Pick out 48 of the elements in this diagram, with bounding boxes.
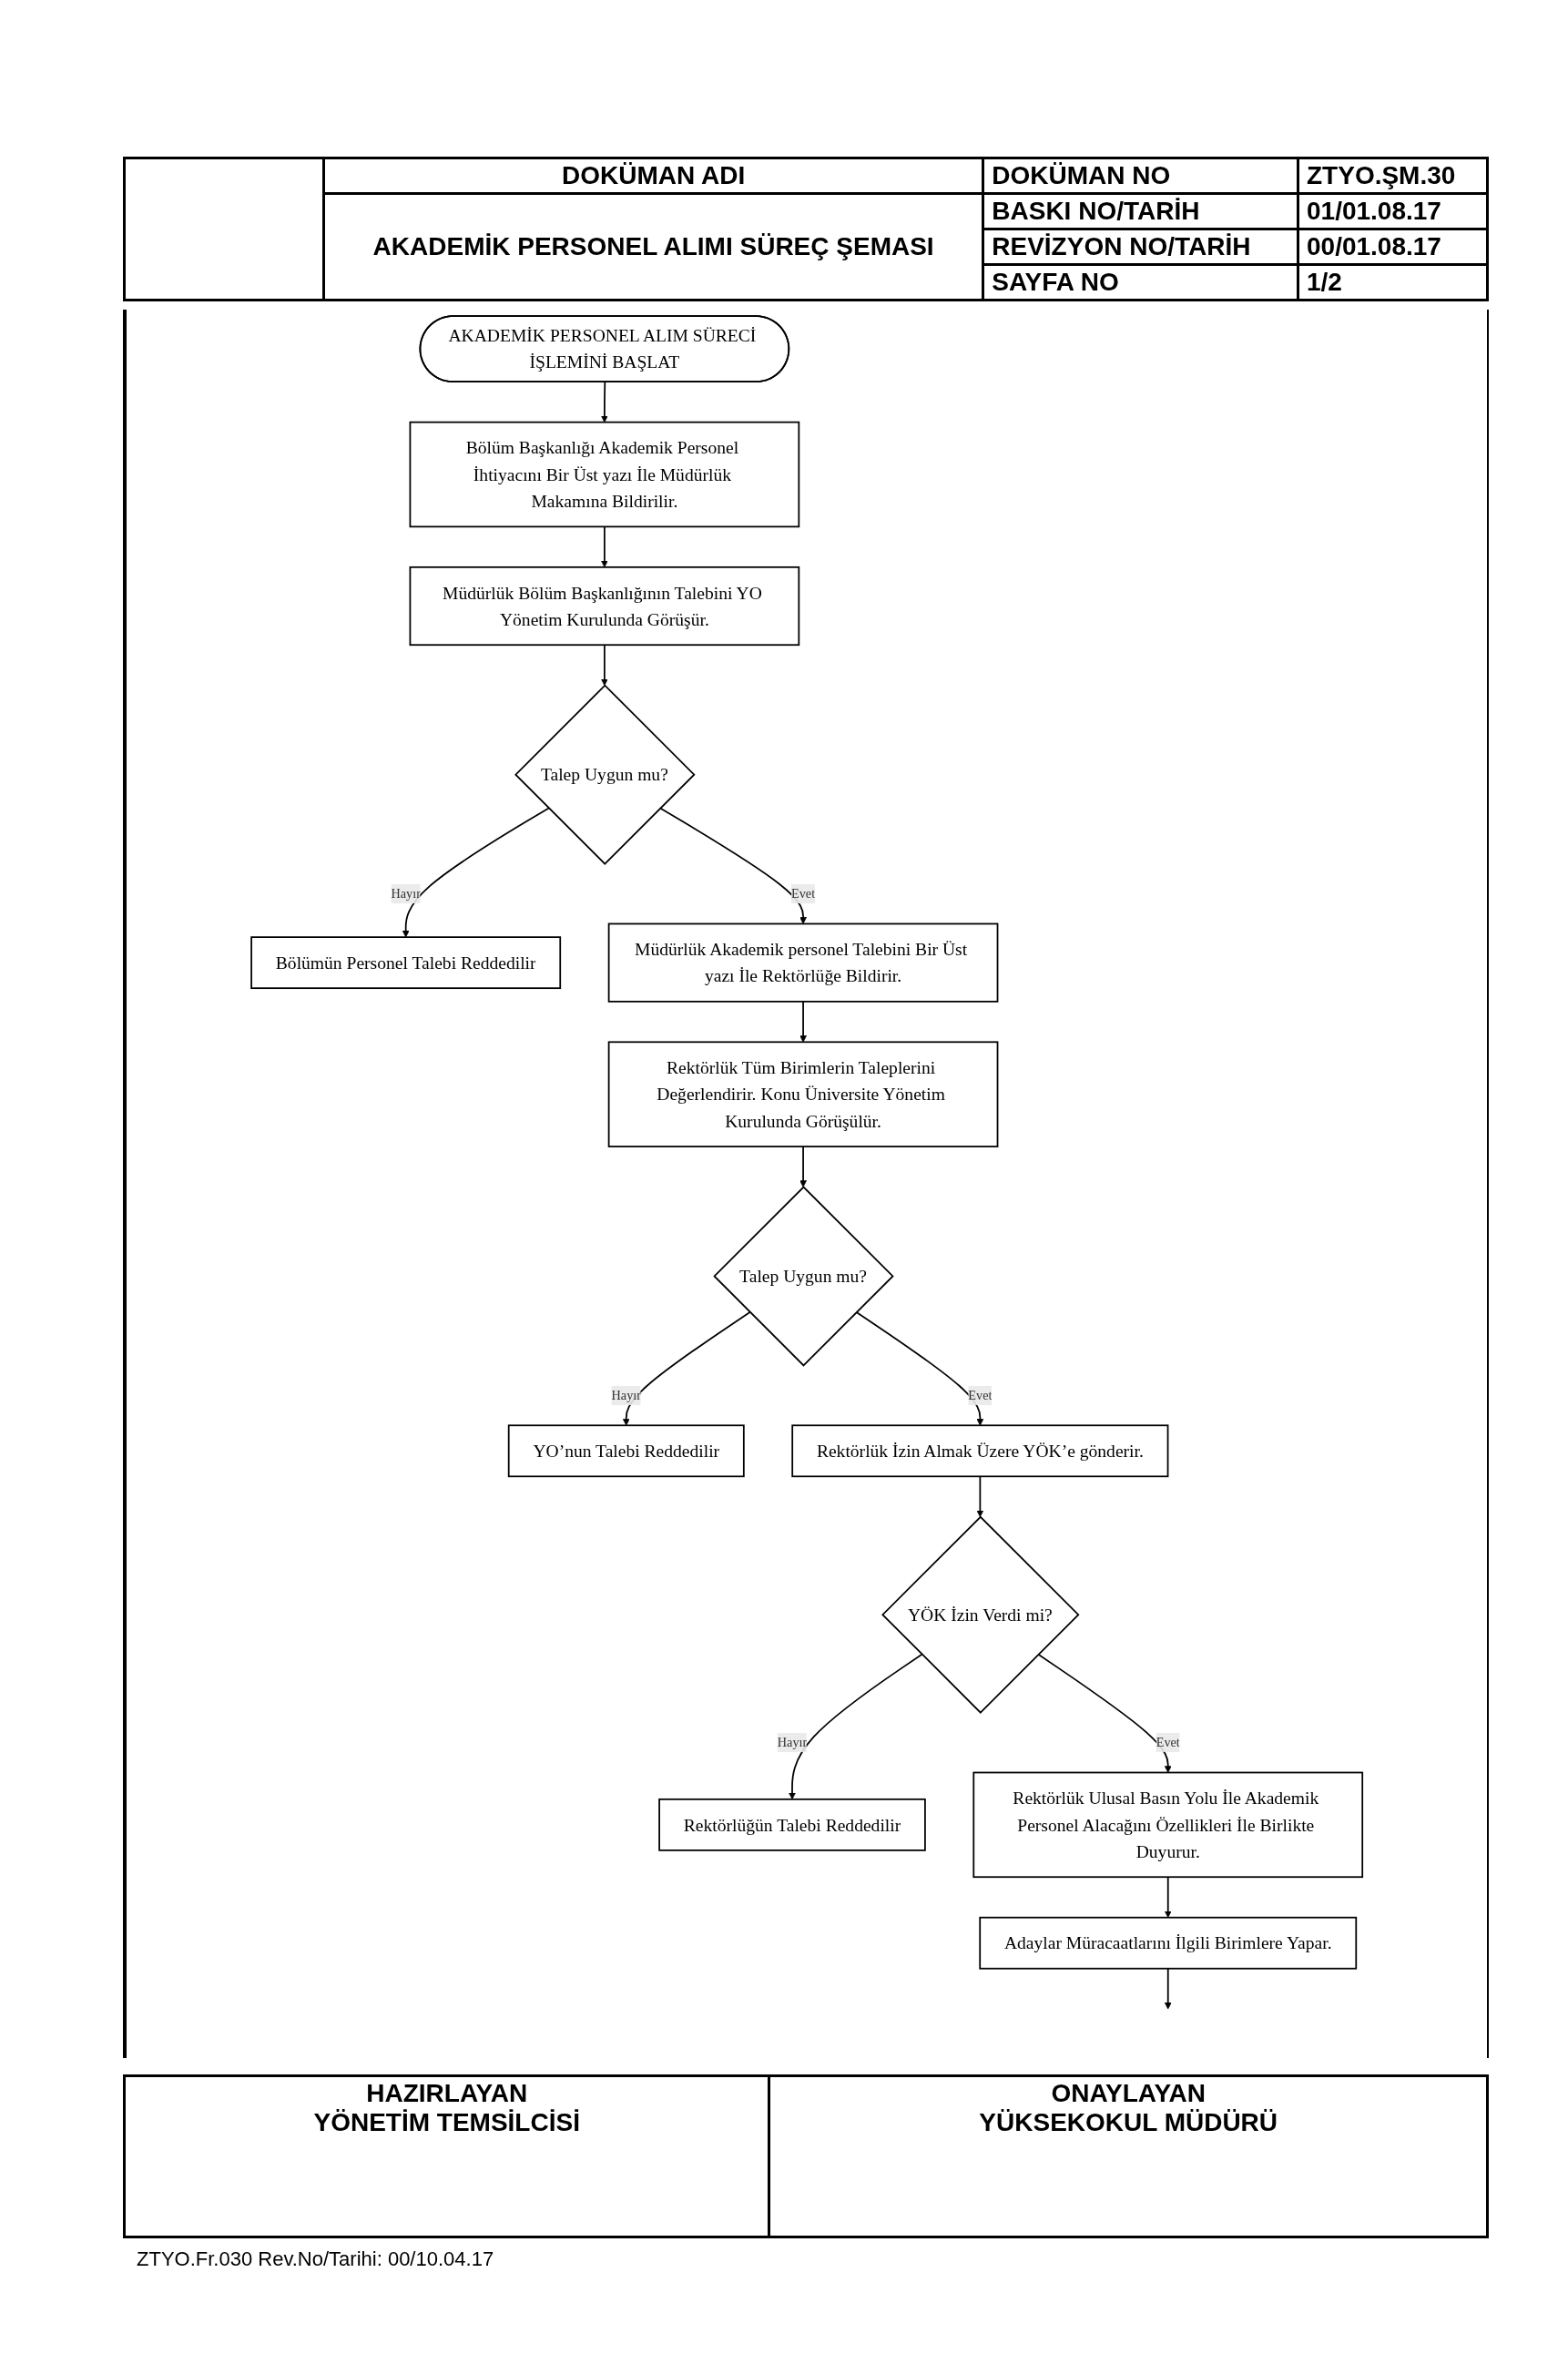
- edge-label: Hayır: [611, 1388, 641, 1402]
- arrow: [600, 644, 608, 687]
- node-box: Bölümün Personel Talebi Reddedilir: [250, 936, 561, 990]
- node-diamond: Talep Uygun mu?: [514, 684, 696, 865]
- edge-label: Evet: [968, 1388, 993, 1402]
- node-box: Rektörlük İzin Almak Üzere YÖK’e gönderir.: [791, 1424, 1169, 1478]
- arrow: [622, 1311, 751, 1426]
- node-box: Rektörlük Ulusal Basın Yolu İle Akademik Personel Alacağını Özellikleri İle Birlikte Duyurur.: [972, 1771, 1363, 1879]
- arrow: [1037, 1653, 1172, 1773]
- node-diamond: Talep Uygun mu?: [713, 1186, 894, 1367]
- header-cell-text: DOKÜMAN NO: [983, 158, 1298, 194]
- signature-role: YÖNETİM TEMSİLCİSİ: [312, 2108, 581, 2137]
- arrow: [600, 525, 608, 568]
- signature-heading: HAZIRLAYAN: [365, 2079, 529, 2108]
- arrow: [1164, 1876, 1172, 1919]
- arrow: [799, 1146, 807, 1187]
- arrow: [402, 807, 550, 938]
- arrow: [788, 1653, 923, 1800]
- node-box: Müdürlük Bölüm Başkanlığının Talebini YO Yönetim Kurulunda Görüşür.: [409, 566, 800, 647]
- node-box: Rektörlük Tüm Birimlerin Taleplerini Değerlendirir. Konu Üniversite Yönetim Kurulunda Görüşülür.: [607, 1041, 999, 1147]
- signature-role: YÜKSEKOKUL MÜDÜRÜ: [978, 2108, 1279, 2137]
- header-cell-text: 1/2: [1298, 264, 1488, 301]
- header-cell-text: BASKI NO/TARİH: [983, 193, 1298, 229]
- arrow: [600, 381, 608, 423]
- node-box: Rektörlüğün Talebi Reddedilir: [658, 1798, 926, 1851]
- node-box: Bölüm Başkanlığı Akademik Personel İhtiyacını Bir Üst yazı İle Müdürlük Makamına Bildirilir.: [409, 421, 800, 528]
- node-box: Adaylar Müracaatlarını İlgili Birimlere Yapar.: [979, 1916, 1357, 1970]
- document-title: AKADEMİK PERSONEL ALIMI SÜREÇ ŞEMASI: [372, 232, 934, 260]
- form-code-note: ZTYO.Fr.030 Rev.No/Tarihi: 00/10.04.17: [137, 2247, 494, 2271]
- edge-label: Hayır: [391, 886, 421, 901]
- arrow: [659, 807, 807, 924]
- header-cell-text: ZTYO.ŞM.30: [1298, 158, 1488, 194]
- edge-label: Evet: [790, 886, 815, 901]
- header-cell-text: SAYFA NO: [983, 264, 1298, 301]
- node-box: YO’nun Talebi Reddedilir: [507, 1424, 745, 1478]
- node-box: Müdürlük Akademik personel Talebini Bir Üst yazı İle Rektörlüğe Bildirir.: [607, 922, 999, 1003]
- header-cell-text: REVİZYON NO/TARİH: [983, 229, 1298, 265]
- node-diamond: YÖK İzin Verdi mi?: [881, 1515, 1080, 1714]
- header-cell-text: 00/01.08.17: [1298, 229, 1488, 265]
- edge-label: Evet: [1156, 1735, 1180, 1749]
- arrow: [1164, 1967, 1172, 2010]
- header-cell-text: 01/01.08.17: [1298, 193, 1488, 229]
- arrow: [976, 1475, 984, 1518]
- edge-label: Hayır: [777, 1735, 808, 1749]
- header-cell-text: DOKÜMAN ADI: [323, 158, 983, 194]
- arrow: [799, 1000, 807, 1043]
- arrow: [855, 1311, 984, 1426]
- signature-heading: ONAYLAYAN: [1050, 2079, 1207, 2108]
